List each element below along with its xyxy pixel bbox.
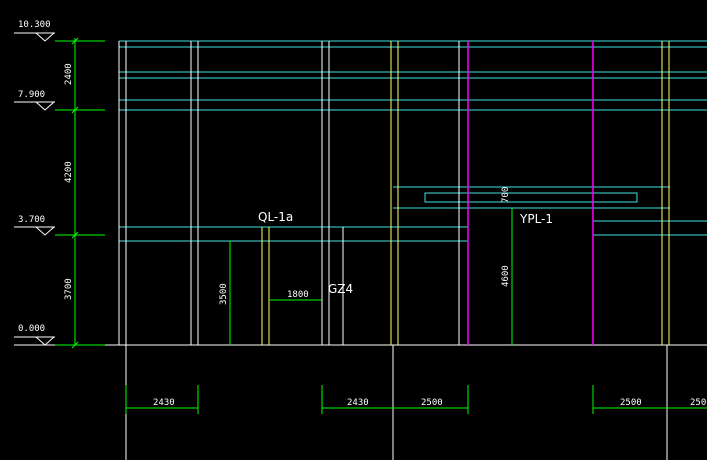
bottom-dim-1: 2430: [153, 398, 175, 408]
dim-1800: 1800: [287, 290, 309, 300]
level-label-top: 10.300: [18, 20, 51, 30]
bottom-dim-5: 250: [690, 398, 706, 408]
label-gz: GZ4: [328, 282, 353, 296]
roof-beams: [119, 40, 707, 111]
dim-3500: 3500: [219, 283, 229, 305]
label-ql: QL-1a: [258, 210, 293, 224]
level-dimension-chain: [55, 37, 105, 349]
bottom-dim-3: 2500: [421, 398, 443, 408]
label-ypl: YPL-1: [519, 212, 553, 226]
dim-4600: 4600: [501, 265, 511, 287]
yellow-columns: [261, 41, 670, 345]
level-label-ground: 0.000: [18, 324, 45, 334]
level-label-2: 7.900: [18, 90, 45, 100]
white-columns: [118, 41, 668, 460]
level-dim-4200: 4200: [64, 161, 74, 183]
level-dim-2400: 2400: [64, 63, 74, 85]
magenta-columns: [467, 41, 594, 345]
bottom-dim-4: 2500: [620, 398, 642, 408]
internal-dimensions: [229, 208, 513, 345]
lower-beams: [119, 186, 707, 242]
level-markers: [14, 32, 55, 346]
bottom-dimensions: [125, 385, 707, 414]
bottom-dim-2: 2430: [347, 398, 369, 408]
level-dim-3700: 3700: [64, 278, 74, 300]
level-label-3: 3.700: [18, 215, 45, 225]
ypl-beam-box: [424, 192, 638, 203]
dim-700: 700: [501, 187, 511, 203]
